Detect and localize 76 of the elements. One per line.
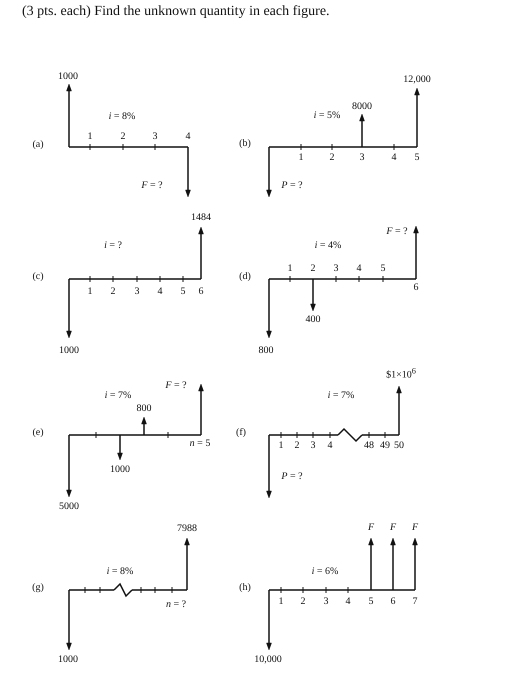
figure-label: (f) — [236, 428, 246, 438]
interest-rate-label: i = 8% — [106, 567, 134, 577]
period-label: 1 — [278, 597, 284, 607]
period-label: 48 — [364, 441, 374, 451]
period-label: 2 — [300, 597, 306, 607]
unknown-label: F = ? — [141, 181, 163, 191]
amount-label: 800 — [258, 346, 274, 356]
period-label: 1 — [298, 153, 304, 163]
period-label: 3 — [134, 287, 140, 297]
period-label: 1 — [278, 441, 284, 451]
period-label: 49 — [380, 441, 390, 451]
interest-rate-label: i = 7% — [104, 391, 132, 401]
period-label: 3 — [152, 132, 158, 142]
amount-label: 8000 — [352, 102, 372, 112]
interest-rate-label: i = 7% — [328, 391, 354, 401]
period-label: 3 — [324, 597, 328, 607]
unknown-label: F — [390, 523, 396, 533]
interest-rate-label: i = 4% — [314, 241, 342, 251]
amount-label: 5000 — [59, 502, 79, 512]
period-label: 3 — [360, 153, 364, 163]
interest-rate-label: i = 5% — [314, 111, 340, 121]
period-label: 5 — [180, 287, 186, 297]
interest-rate-label: i = ? — [104, 241, 122, 251]
amount-label: 1000 — [59, 346, 79, 356]
amount-label: 7988 — [177, 524, 197, 534]
unknown-label: F = ? — [386, 227, 408, 237]
unknown-label: F — [412, 523, 418, 533]
period-label: 1 — [88, 132, 92, 142]
period-label: 1 — [288, 264, 292, 274]
figure-label: (h) — [239, 583, 251, 593]
period-label: 4 — [346, 597, 350, 607]
period-label: 6 — [390, 597, 396, 607]
period-label: 4 — [158, 287, 162, 297]
unknown-label: F = ? — [165, 381, 187, 391]
amount-label: 12,000 — [403, 75, 431, 85]
amount-label: 400 — [306, 315, 320, 325]
amount-label: 1484 — [191, 213, 211, 223]
figure-label: (g) — [32, 583, 44, 593]
figure-label: (a) — [32, 140, 44, 150]
period-label: 5 — [368, 597, 374, 607]
figure-label: (c) — [32, 272, 44, 282]
period-label: 2 — [310, 264, 316, 274]
period-label: 2 — [120, 132, 126, 142]
unknown-label: n = ? — [166, 600, 186, 610]
amount-label: $1×10$^{6}$ — [386, 367, 416, 381]
interest-rate-label: i = 8% — [108, 112, 136, 122]
period-label: 4 — [356, 264, 362, 274]
figure-label: (d) — [239, 272, 251, 282]
amount-label: 1000 — [110, 465, 130, 475]
period-label: 6 — [198, 287, 204, 297]
period-label: 50 — [394, 441, 404, 451]
unknown-label: P = ? — [281, 472, 303, 482]
amount-label: 800 — [136, 404, 152, 414]
amount-label: 1000 — [58, 655, 78, 665]
period-label: 4 — [186, 132, 190, 142]
instruction-text: (3 pts. each) Find the unknown quantity in each figure. — [22, 4, 330, 20]
period-label: 5 — [380, 264, 386, 274]
amount-label: 1000 — [58, 72, 78, 82]
period-label: 6 — [414, 283, 418, 293]
period-label: 4 — [392, 153, 396, 163]
period-label: 4 — [328, 441, 332, 451]
period-label: 2 — [294, 441, 300, 451]
unknown-label: P = ? — [281, 181, 303, 191]
period-label: 2 — [110, 287, 116, 297]
period-label: 1 — [88, 287, 92, 297]
figure-label: (b) — [239, 139, 251, 149]
amount-label: 10,000 — [254, 655, 282, 665]
period-label: 5 — [414, 153, 420, 163]
period-label: 7 — [412, 597, 418, 607]
period-label: 2 — [330, 153, 334, 163]
interest-rate-label: i = 6% — [312, 567, 338, 577]
unknown-label: F — [368, 523, 374, 533]
figure-label: (e) — [32, 428, 44, 438]
period-label: n = 5 — [190, 439, 210, 449]
period-label: 3 — [310, 441, 316, 451]
period-label: 3 — [334, 264, 338, 274]
